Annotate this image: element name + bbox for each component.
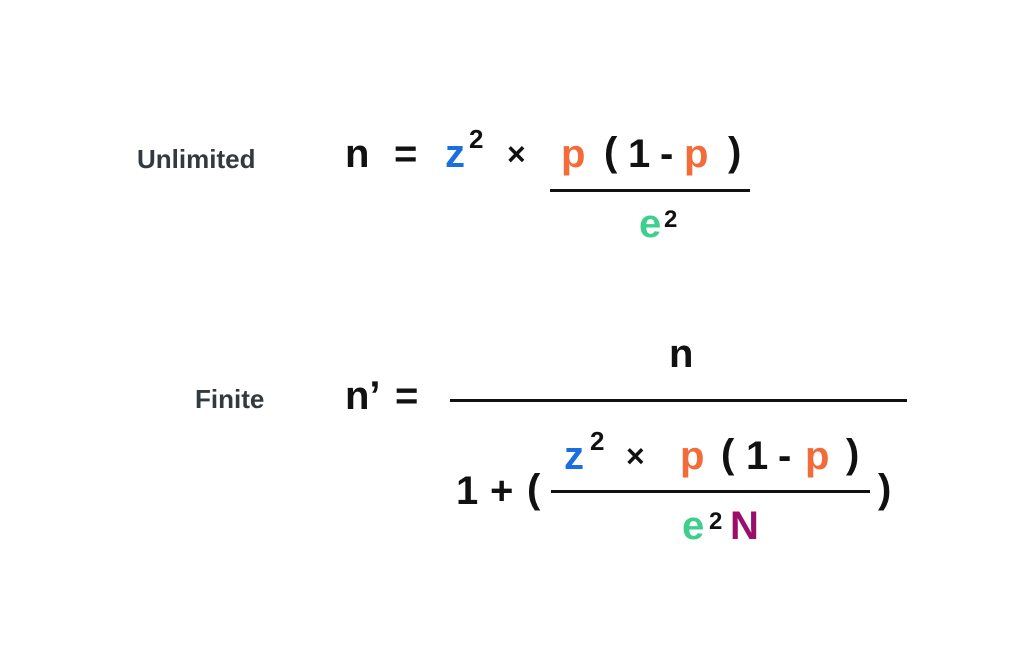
z-symbol: z [564,434,584,478]
one: 1 [456,469,479,513]
left-paren: ( [721,432,735,476]
n-symbol: n [345,132,370,176]
e-exponent: 2 [709,508,723,535]
p-symbol: p [684,132,709,176]
p-symbol: p [805,434,830,478]
finite-label: Finite [195,384,265,414]
e-symbol: e [682,504,705,548]
e-symbol: e [639,202,662,246]
right-paren: ) [846,432,860,476]
plus-sign: + [490,469,514,513]
equals-sign: = [395,374,419,418]
N-symbol: N [730,504,759,548]
z-exponent: 2 [590,426,605,456]
unlimited-label: Unlimited [137,144,256,174]
n-prime-symbol: n’ [345,374,381,418]
main-fraction-bar [450,399,907,402]
times-sign: × [507,136,526,172]
minus-sign: - [778,434,792,478]
numerator-n: n [669,332,694,376]
minus-sign: - [660,132,674,176]
z-exponent: 2 [469,124,484,154]
times-sign: × [626,438,645,474]
left-paren: ( [604,130,618,174]
right-paren: ) [728,130,742,174]
p-symbol: p [680,434,705,478]
one: 1 [628,132,651,176]
fraction-bar [550,189,750,192]
p-symbol: p [561,132,586,176]
e-exponent: 2 [664,206,678,233]
outer-left-paren: ( [527,467,541,511]
outer-right-paren: ) [878,467,892,511]
equals-sign: = [394,132,418,176]
z-symbol: z [445,132,465,176]
inner-one: 1 [746,434,769,478]
inner-fraction-bar [551,490,870,493]
